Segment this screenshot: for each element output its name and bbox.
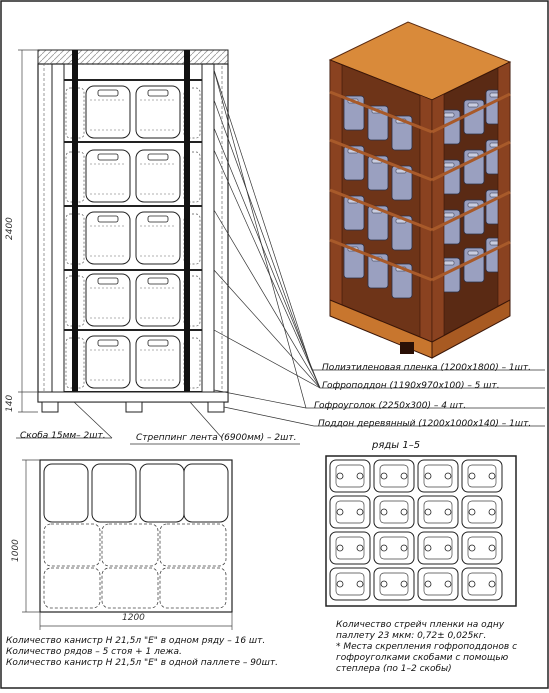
pallet-base-right	[431, 299, 511, 359]
pallet-deck	[37, 391, 229, 403]
dimension-height: 2400	[5, 217, 15, 240]
note-left-line: Количество рядов – 5 стоя + 1 лежа.	[6, 647, 182, 657]
note-right-line: паллету 23 мкм: 0,72± 0,025кг.	[336, 631, 487, 641]
callout-pallet: Поддон деревянный (1200x1000x140) – 1шт.	[318, 419, 532, 429]
dimension-depth: 1000	[11, 539, 21, 562]
notes-right: Количество стрейч пленки на одну паллету…	[336, 620, 517, 675]
plan-view-rows	[325, 455, 517, 607]
callout-film: Полиэтиленовая пленка (1200x1800) – 1шт.	[322, 363, 531, 373]
corner-post-right	[201, 63, 215, 403]
plan-view-bottom-row	[22, 459, 233, 630]
note-right-line: степлера (по 1–2 скобы)	[336, 664, 452, 674]
callout-corner: Гофроуголок (2250x300) – 4 шт.	[314, 401, 467, 411]
film-outline	[37, 63, 229, 403]
leader-lines	[16, 69, 545, 445]
note-left-line: Количество канистр Н 21,5л "Е" в одном р…	[6, 636, 266, 646]
note-right-line: Количество стрейч пленки на одну	[336, 620, 505, 630]
rows-title: ряды 1–5	[372, 440, 421, 451]
canister-stack	[85, 85, 181, 389]
callout-tray: Гофроподдон (1190x970x100) – 5 шт.	[322, 381, 500, 391]
strap-band-right	[184, 50, 190, 402]
note-left-line: Количество канистр Н 21,5л "Е" в одной п…	[6, 658, 278, 668]
note-right-line: * Места скрепления гофроподдонов с	[336, 642, 518, 652]
callout-staple: Скоба 15мм– 2шт.	[20, 431, 106, 441]
strap-band-left	[72, 50, 78, 402]
corner-post-left	[51, 63, 65, 403]
dimension-width: 1200	[122, 613, 145, 623]
isometric-view	[328, 21, 512, 359]
callout-strap: Стреппинг лента (6900мм) – 2шт.	[136, 433, 297, 443]
notes-left: Количество канистр Н 21,5л "Е" в одном р…	[6, 636, 278, 669]
note-right-line: гофроуголками скобами с помощью	[336, 653, 509, 663]
front-elevation	[18, 49, 229, 413]
dimension-pallet-height: 140	[5, 394, 15, 412]
top-cap	[37, 49, 229, 65]
